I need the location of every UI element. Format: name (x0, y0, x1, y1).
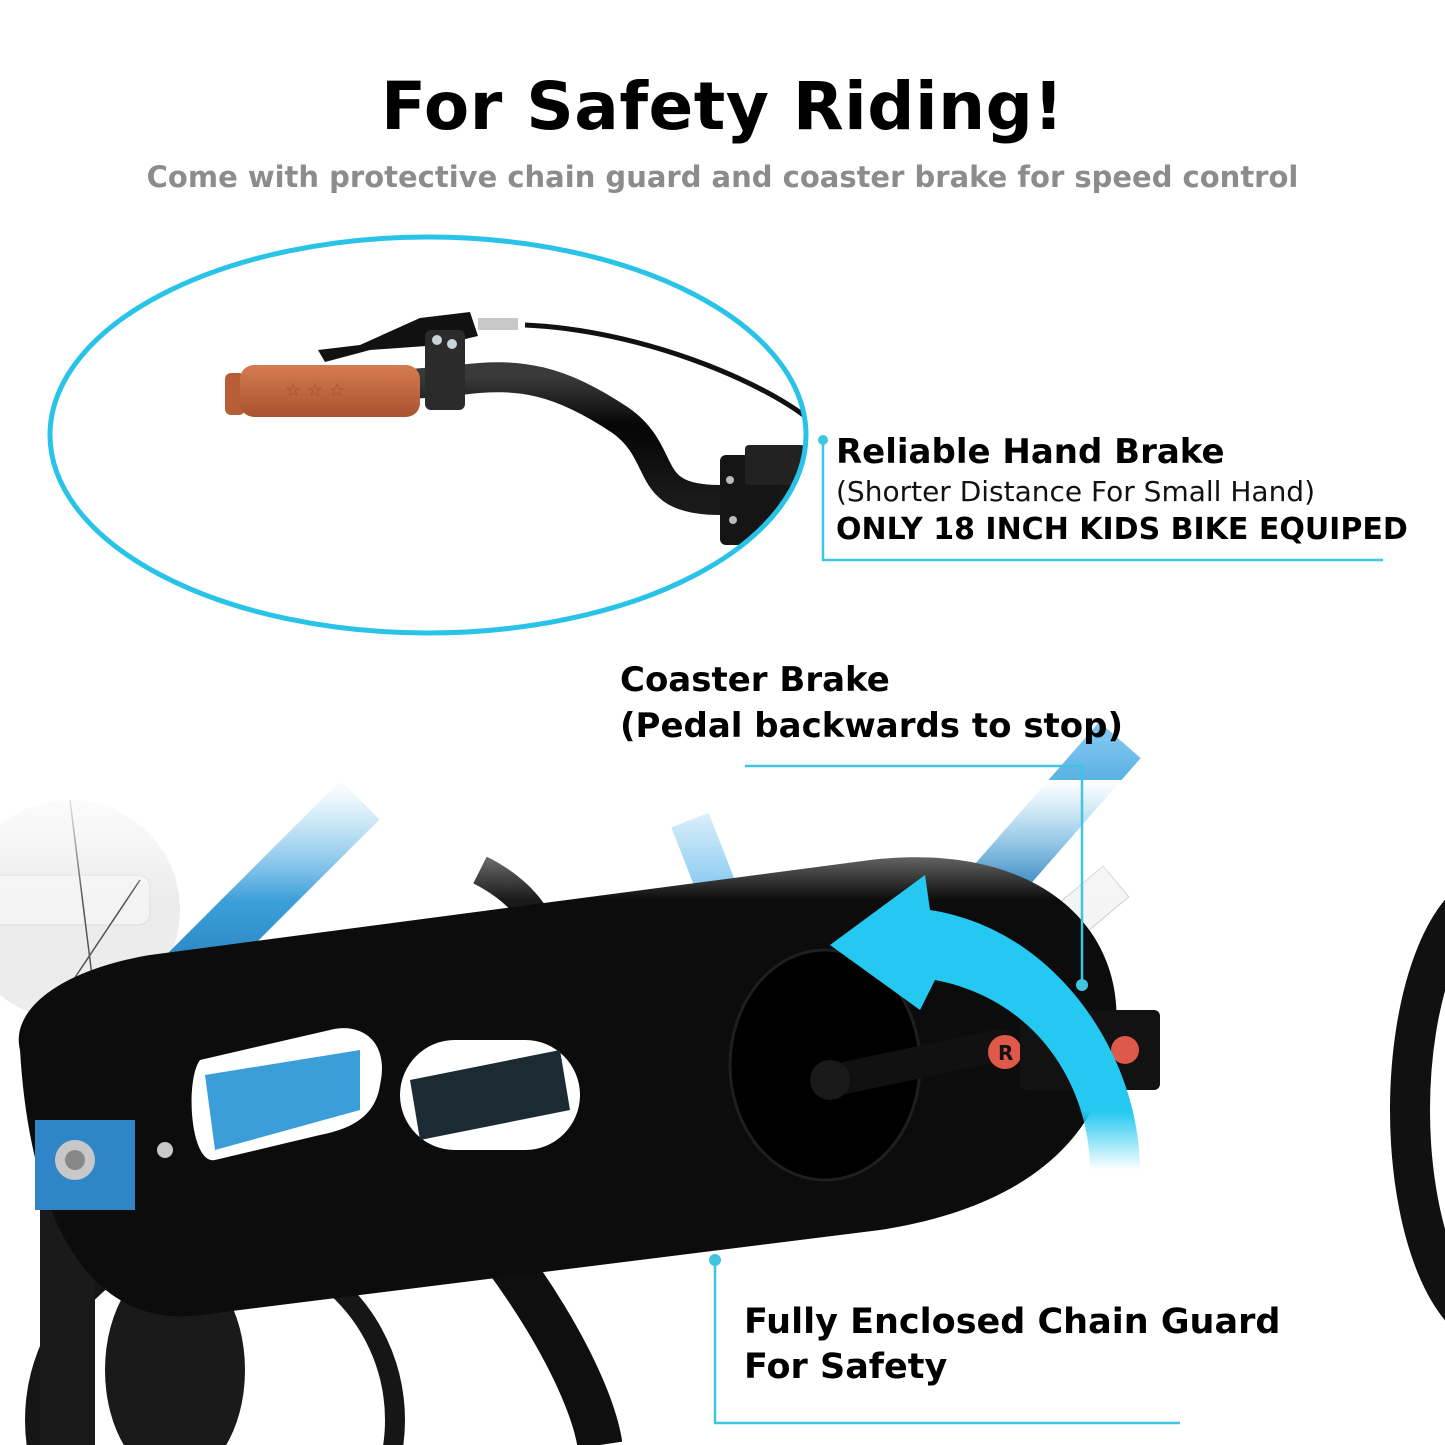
crank-marking: R (998, 1041, 1013, 1065)
bike-closeup: R (0, 721, 1445, 1445)
pointer-dot-coaster-brake (1076, 979, 1088, 991)
pointer-dot-chain-guard (709, 1254, 721, 1266)
coaster-brake-heading: Coaster Brake (620, 660, 890, 700)
page-title: For Safety Riding! (380, 68, 1065, 145)
hand-brake-detail: (Shorter Distance For Small Hand) (836, 475, 1316, 508)
inset-frame (47, 234, 809, 636)
pointer-lines (713, 440, 1383, 1425)
backpedal-arrow-icon (830, 875, 1140, 1170)
handlebar-inset: ☆ ☆ ☆ (225, 312, 806, 545)
svg-text:☆ ☆ ☆: ☆ ☆ ☆ (285, 380, 345, 401)
hand-brake-note: ONLY 18 INCH KIDS BIKE EQUIPED (836, 512, 1408, 547)
page-subtitle: Come with protective chain guard and coa… (146, 160, 1299, 194)
hand-brake-heading: Reliable Hand Brake (836, 432, 1225, 472)
coaster-brake-detail: (Pedal backwards to stop) (620, 706, 1124, 746)
chain-guard-heading: Fully Enclosed Chain Guard (744, 1302, 1281, 1342)
chain-guard-subheading: For Safety (744, 1347, 948, 1387)
pointer-dot-hand-brake (818, 435, 828, 445)
